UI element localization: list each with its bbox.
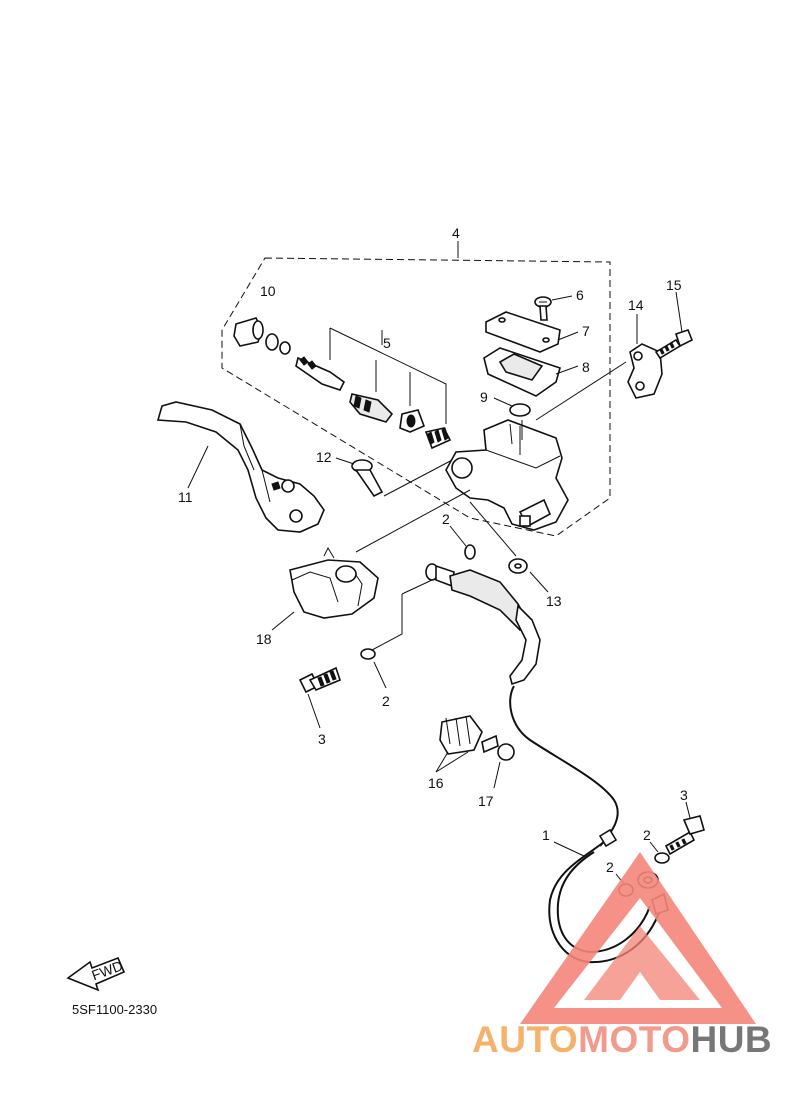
diagram-code: 5SF1100-2330 — [72, 1002, 157, 1017]
callout-3-right: 3 — [680, 787, 688, 803]
part-master-cylinder-body — [445, 419, 569, 531]
callout-3-left: 3 — [318, 731, 326, 747]
callout-6: 6 — [576, 287, 584, 303]
leader-12b — [383, 457, 457, 497]
leader-12 — [335, 457, 355, 465]
part-diaphragm-plate — [509, 403, 531, 417]
part-hose-guide — [439, 715, 483, 755]
part-clamp-half — [627, 343, 663, 399]
leader-2a — [449, 525, 467, 547]
leader-11 — [187, 445, 209, 489]
part-reservoir-cap — [485, 311, 561, 353]
leader-13a — [469, 501, 517, 557]
leader-8 — [555, 365, 579, 375]
leader-6 — [551, 295, 573, 301]
part-nut — [508, 558, 528, 574]
leader-14b — [535, 361, 627, 421]
part-lever-holder — [289, 546, 379, 619]
part-lever — [156, 401, 325, 533]
callout-7: 7 — [582, 323, 590, 339]
part-guide-bolt — [481, 734, 515, 761]
leader-5 — [329, 327, 447, 424]
leader-2b — [371, 594, 403, 689]
callout-18: 18 — [256, 631, 272, 647]
callout-2-lower-right: 2 — [643, 827, 651, 843]
part-dust-boot — [233, 317, 291, 355]
leader-3b — [685, 801, 691, 819]
leader-15 — [675, 291, 683, 333]
part-union-bolt — [298, 666, 341, 694]
callout-12: 12 — [316, 449, 332, 465]
part-washer — [360, 648, 376, 660]
watermark-text: AUTOMOTOHUB — [472, 1019, 772, 1060]
callout-1: 1 — [542, 827, 550, 843]
callout-5: 5 — [383, 335, 391, 351]
part-piston-kit — [295, 356, 452, 450]
callout-8: 8 — [582, 359, 590, 375]
callout-2-lower-left: 2 — [606, 859, 614, 875]
watermark-triangle-logo — [520, 852, 756, 1024]
leader-7 — [557, 331, 579, 341]
callout-16: 16 — [428, 775, 444, 791]
leader-17 — [493, 761, 501, 789]
leader-13 — [529, 571, 549, 593]
callout-14: 14 — [628, 297, 644, 313]
hose-line — [509, 685, 619, 847]
leader-3a — [307, 693, 321, 729]
leader-18b — [355, 489, 471, 553]
callout-10: 10 — [260, 283, 276, 299]
leader-16b — [435, 751, 469, 773]
callout-2-upper: 2 — [442, 511, 450, 527]
callout-9: 9 — [480, 389, 488, 405]
leader-1 — [553, 841, 585, 857]
leader-hose — [401, 579, 433, 595]
fwd-arrow-icon — [66, 956, 126, 992]
part-washer — [464, 544, 476, 560]
callout-11: 11 — [178, 489, 193, 505]
leader-16a — [435, 751, 449, 773]
callout-2-middle: 2 — [382, 693, 390, 709]
callout-15: 15 — [666, 277, 682, 293]
callout-13: 13 — [546, 593, 562, 609]
leader-2d — [649, 841, 659, 853]
part-brake-hose-upper — [425, 563, 541, 686]
leader-9 — [493, 397, 513, 407]
part-clamp-bolt — [654, 329, 694, 360]
part-diaphragm — [483, 347, 561, 397]
callout-4: 4 — [452, 225, 460, 241]
leader-18 — [271, 611, 295, 631]
part-screw — [534, 296, 552, 321]
callout-17: 17 — [478, 793, 494, 809]
assembly-outline — [221, 257, 611, 537]
part-pivot-bolt — [351, 459, 384, 498]
